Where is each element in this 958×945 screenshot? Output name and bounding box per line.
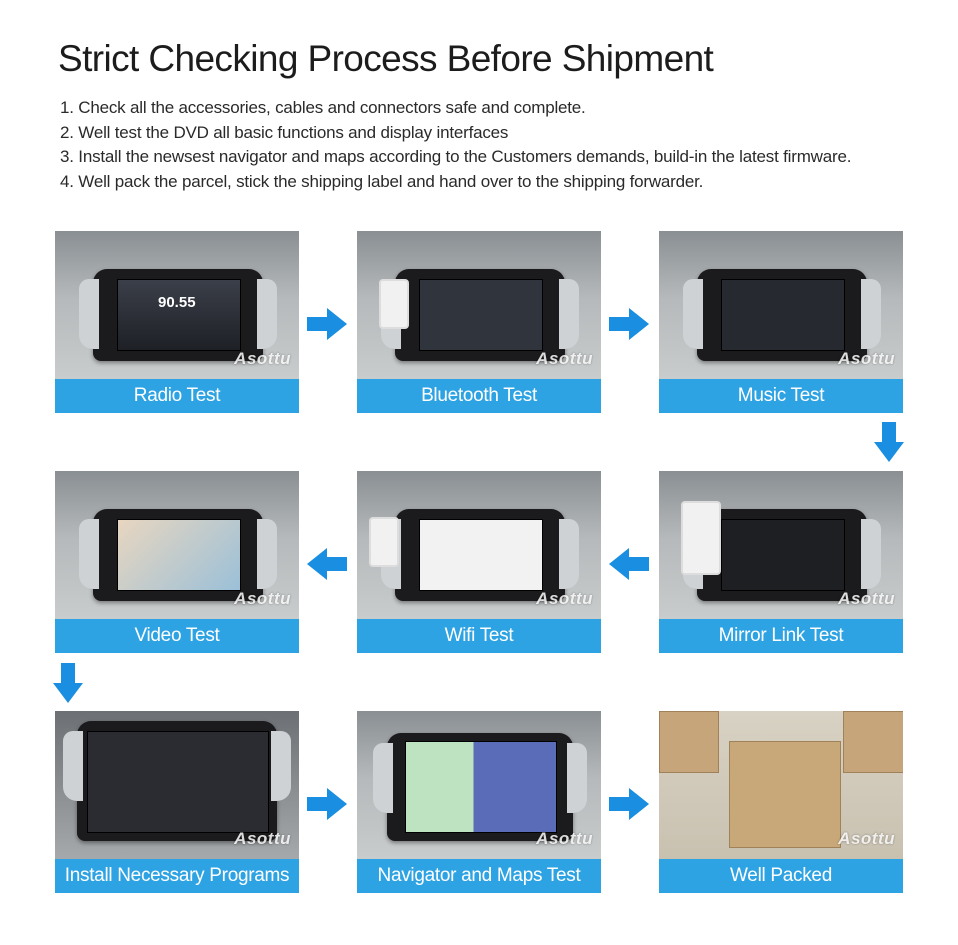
checklist-step-3: 3. Install the newsest navigator and map… [60,147,852,166]
watermark: Asottu [234,349,291,368]
video-test-photo: Asottu [55,471,299,619]
watermark: Asottu [838,589,895,608]
card-radio-test: 90.55 Asottu Radio Test [55,231,299,413]
watermark: Asottu [536,589,593,608]
watermark: Asottu [536,829,593,848]
music-test-photo: Asottu [659,231,903,379]
arrow-down-icon [53,663,83,703]
card-label: Bluetooth Test [357,379,601,413]
checklist-step-4: 4. Well pack the parcel, stick the shipp… [60,171,704,191]
radio-frequency: 90.55 [158,294,196,311]
watermark: Asottu [838,349,895,368]
card-mirror-link-test: Asottu Mirror Link Test [659,471,903,653]
arrow-right-icon [609,788,649,820]
arrow-down-icon [874,422,904,462]
checklist-step-1: 1. Check all the accessories, cables and… [60,98,586,117]
card-music-test: Asottu Music Test [659,231,903,413]
card-wifi-test: Asottu Wifi Test [357,471,601,653]
card-label: Radio Test [55,379,299,413]
card-label: Navigator and Maps Test [357,859,601,893]
watermark: Asottu [536,349,593,368]
card-bluetooth-test: Asottu Bluetooth Test [357,231,601,413]
card-label: Video Test [55,619,299,653]
card-well-packed: Asottu Well Packed [659,711,903,893]
card-label: Mirror Link Test [659,619,903,653]
arrow-right-icon [307,788,347,820]
arrow-right-icon [609,308,649,340]
card-label: Well Packed [659,859,903,893]
navigator-maps-photo: Asottu [357,711,601,859]
install-programs-photo: Asottu [55,711,299,859]
card-video-test: Asottu Video Test [55,471,299,653]
watermark: Asottu [234,589,291,608]
page-title: Strict Checking Process Before Shipment [58,38,714,79]
arrow-left-icon [609,548,649,580]
arrow-right-icon [307,308,347,340]
card-install-programs: Asottu Install Necessary Programs [55,711,299,893]
wifi-test-photo: Asottu [357,471,601,619]
card-label: Wifi Test [357,619,601,653]
checklist-step-2: 2. Well test the DVD all basic functions… [60,122,509,142]
radio-test-photo: 90.55 Asottu [55,231,299,379]
mirror-link-test-photo: Asottu [659,471,903,619]
checklist: 1. Check all the accessories, cables and… [60,96,851,194]
watermark: Asottu [838,829,895,848]
card-label: Music Test [659,379,903,413]
card-label: Install Necessary Programs [55,859,299,893]
watermark: Asottu [234,829,291,848]
bluetooth-test-photo: Asottu [357,231,601,379]
well-packed-photo: Asottu [659,711,903,859]
card-navigator-maps-test: Asottu Navigator and Maps Test [357,711,601,893]
arrow-left-icon [307,548,347,580]
